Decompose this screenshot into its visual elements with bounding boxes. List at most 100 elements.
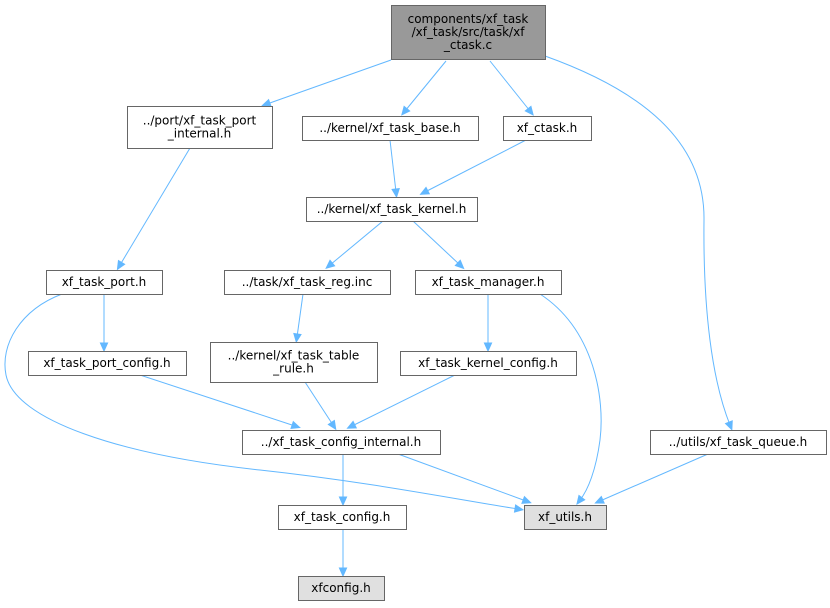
node-label-line: /xf_task/src/task/xf xyxy=(412,25,526,39)
node-box xyxy=(306,197,478,222)
edge-line xyxy=(404,60,447,112)
node-label-line: components/xf_task xyxy=(408,12,529,26)
arrowhead xyxy=(391,188,400,199)
arrowhead xyxy=(483,342,493,353)
edge-root-to-xf_ctask xyxy=(489,60,534,116)
arrowhead xyxy=(99,342,109,353)
edge-line xyxy=(539,293,602,501)
node-box xyxy=(224,270,391,295)
node-label-line: xf_ctask.h xyxy=(517,121,578,135)
arrowhead xyxy=(724,420,733,431)
node-box xyxy=(210,342,378,383)
node-kernel[interactable]: ../kernel/xf_task_kernel.h xyxy=(306,197,478,222)
node-box xyxy=(278,505,407,530)
node-box xyxy=(524,505,607,530)
arrowhead xyxy=(116,259,126,271)
edge-line xyxy=(389,139,397,193)
edge-root-to-port_internal xyxy=(261,59,392,107)
node-label-line: xf_task_port_config.h xyxy=(43,356,170,370)
edge-line xyxy=(296,293,304,338)
node-label-line: ../kernel/xf_task_base.h xyxy=(319,121,460,135)
node-task-config[interactable]: xf_task_config.h xyxy=(278,505,407,530)
node-box xyxy=(503,116,592,141)
edge-line xyxy=(329,220,384,266)
edge-kernel-to-task_reg xyxy=(325,220,384,269)
edge-line xyxy=(119,147,191,266)
node-label-line: ../port/xf_task_port xyxy=(143,114,257,128)
edge-task_port-to-port_config xyxy=(99,294,109,353)
edge-xf_ctask-to-kernel xyxy=(419,139,527,195)
edge-line xyxy=(351,374,456,427)
node-label-line: ../kernel/xf_task_kernel.h xyxy=(317,202,467,216)
arrowhead xyxy=(419,186,431,195)
node-box xyxy=(650,430,827,455)
edge-line xyxy=(304,381,334,426)
edge-line xyxy=(412,220,461,266)
node-table-rule[interactable]: ../kernel/xf_task_table_rule.h xyxy=(210,342,378,383)
node-port-internal[interactable]: ../port/xf_task_port_internal.h xyxy=(127,106,273,149)
edge-line xyxy=(266,59,392,105)
arrowhead xyxy=(576,494,586,505)
edge-port_internal-to-task_port xyxy=(116,147,191,271)
node-box xyxy=(400,351,577,376)
edge-task_reg-to-table_rule xyxy=(293,293,304,344)
edge-line xyxy=(4,293,519,510)
node-kernel-config[interactable]: xf_task_kernel_config.h xyxy=(400,351,577,376)
node-config-internal[interactable]: ../xf_task_config_internal.h xyxy=(242,430,441,455)
edge-port_config-to-config_internal xyxy=(139,374,301,430)
node-label-line: xf_task_manager.h xyxy=(432,275,545,289)
edge-task_queue-to-xf_utils xyxy=(594,453,709,504)
arrowhead xyxy=(513,504,525,513)
node-label-line: ../utils/xf_task_queue.h xyxy=(669,435,808,449)
arrowhead xyxy=(261,98,272,107)
edges-layer xyxy=(4,55,733,578)
node-label-line: xfconfig.h xyxy=(311,581,370,595)
node-port-config[interactable]: xf_task_port_config.h xyxy=(28,351,187,376)
edge-line xyxy=(424,139,527,193)
edge-kernel_base-to-kernel xyxy=(389,139,400,199)
node-task-port[interactable]: xf_task_port.h xyxy=(46,270,163,295)
node-xf-ctask[interactable]: xf_ctask.h xyxy=(503,116,592,141)
arrowhead xyxy=(521,495,532,504)
node-box xyxy=(391,5,546,60)
node-box xyxy=(298,576,385,601)
arrowhead xyxy=(594,495,605,504)
edge-line xyxy=(544,55,731,426)
node-box xyxy=(242,430,441,455)
arrowhead xyxy=(401,105,411,116)
arrowhead xyxy=(293,332,302,344)
edge-task_manager-to-xf_utils xyxy=(539,293,602,505)
node-kernel-base[interactable]: ../kernel/xf_task_base.h xyxy=(302,116,479,141)
node-box xyxy=(28,351,187,376)
node-label-line: _ctask.c xyxy=(443,38,492,52)
edge-line xyxy=(397,453,527,502)
edge-kernel_config-to-config_internal xyxy=(346,374,456,429)
node-box xyxy=(302,116,479,141)
arrowhead xyxy=(454,259,465,270)
nodes-layer: components/xf_task/xf_task/src/task/xf_c… xyxy=(28,5,827,601)
node-label-line: ../xf_task_config_internal.h xyxy=(261,435,421,449)
node-xfconfig[interactable]: xfconfig.h xyxy=(298,576,385,601)
arrowhead xyxy=(327,419,337,431)
node-label-line: xf_task_config.h xyxy=(294,510,391,524)
edge-config_internal-to-xf_utils xyxy=(397,453,532,504)
edge-task_manager-to-kernel_config xyxy=(483,294,493,353)
node-label-line: xf_utils.h xyxy=(538,510,592,524)
edge-root-to-task_queue xyxy=(544,55,733,431)
node-xf-utils[interactable]: xf_utils.h xyxy=(524,505,607,530)
arrowhead xyxy=(290,420,301,430)
node-task-queue[interactable]: ../utils/xf_task_queue.h xyxy=(650,430,827,455)
edge-line xyxy=(139,374,296,427)
node-box xyxy=(127,106,273,149)
node-root[interactable]: components/xf_task/xf_task/src/task/xf_c… xyxy=(391,5,546,60)
node-label-line: xf_task_kernel_config.h xyxy=(418,356,558,370)
node-task-manager[interactable]: xf_task_manager.h xyxy=(415,270,562,295)
edge-root-to-kernel_base xyxy=(401,60,447,116)
node-label-line: ../kernel/xf_task_table xyxy=(228,349,360,363)
node-box xyxy=(46,270,163,295)
edge-task_config-to-xfconfig xyxy=(338,529,348,578)
node-task-reg[interactable]: ../task/xf_task_reg.inc xyxy=(224,270,391,295)
arrowhead xyxy=(325,259,336,269)
node-label-line: _rule.h xyxy=(272,362,314,376)
arrowhead xyxy=(346,420,358,429)
